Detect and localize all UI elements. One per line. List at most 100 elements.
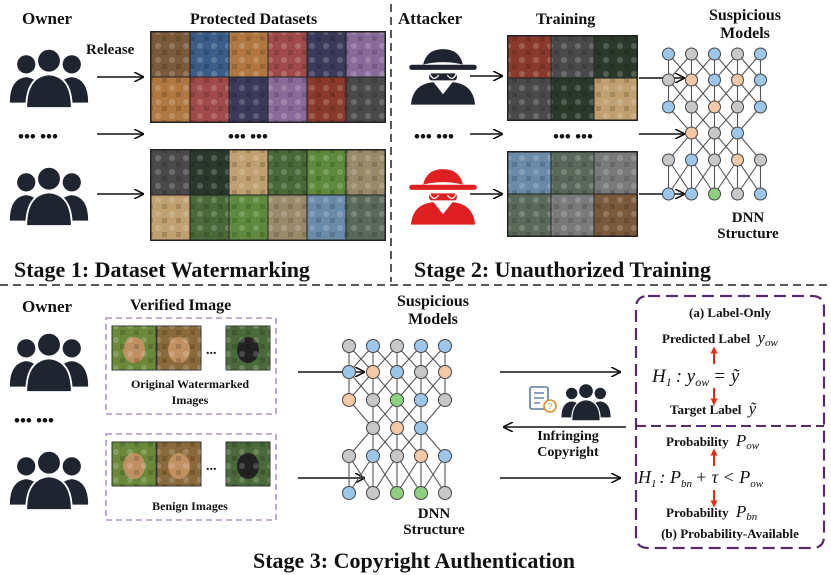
image-ellipsis: ...	[206, 343, 217, 358]
dataset-image-thumbnail	[190, 150, 229, 195]
benign-images-frame	[105, 433, 277, 521]
training-grid-top	[507, 35, 638, 121]
dataset-image-thumbnail	[151, 77, 190, 122]
network-node	[708, 73, 721, 87]
network-node	[708, 47, 721, 61]
network-node	[342, 486, 356, 500]
dnn-network-stage3	[342, 339, 452, 500]
network-node	[366, 449, 380, 463]
verification-image-thumbnail	[111, 325, 157, 371]
network-node	[342, 449, 356, 463]
dataset-image-thumbnail	[594, 36, 637, 78]
dnn-structure-label: Structure	[403, 522, 465, 538]
dnn-structure-label: Structure	[717, 226, 779, 242]
stage2: Attacker Training Suspicious Models ••• …	[398, 7, 781, 282]
dataset-image-thumbnail	[346, 150, 385, 195]
network-node	[390, 486, 404, 500]
network-edge	[714, 159, 738, 195]
network-edge	[691, 159, 715, 195]
dataset-image-thumbnail	[307, 150, 346, 195]
network-node	[414, 449, 428, 463]
release-label: Release	[86, 42, 135, 58]
dataset-image-thumbnail	[551, 152, 594, 194]
network-node	[754, 153, 767, 167]
infringing-copyright-label: Copyright	[537, 445, 599, 460]
training-label: Training	[536, 11, 595, 28]
owner-group-icon	[8, 331, 90, 393]
training-grid-bottom	[507, 151, 638, 237]
network-edge	[668, 159, 692, 195]
stage1-title: Stage 1: Dataset Watermarking	[14, 257, 310, 282]
original-watermarked-label: Original Watermarked	[131, 377, 249, 391]
dataset-image-thumbnail	[268, 150, 307, 195]
owner-group-icon	[8, 449, 90, 511]
network-node	[438, 449, 452, 463]
dataset-image-thumbnail	[151, 195, 190, 240]
protected-datasets-title: Protected Datasets	[190, 11, 317, 28]
probability-ow-line: Probability Pow	[666, 431, 760, 452]
stage3-owner-label: Owner	[22, 297, 73, 316]
network-node	[685, 100, 698, 114]
infringer-group-icon	[560, 383, 612, 422]
benign-images-label: Benign Images	[152, 499, 228, 513]
dnn-structure-label: DNN	[732, 210, 765, 226]
suspicious-models-label: Models	[720, 25, 770, 42]
predicted-label-line: Predicted Label yow	[662, 328, 779, 349]
network-node	[414, 365, 428, 379]
dataset-image-thumbnail	[307, 77, 346, 122]
network-node	[390, 393, 404, 407]
dataset-image-thumbnail	[151, 150, 190, 195]
network-node	[390, 449, 404, 463]
network-node	[685, 73, 698, 87]
stage3: Owner Verified Image ••• ••• ... Origina…	[8, 293, 826, 573]
dataset-image-thumbnail	[229, 77, 268, 122]
network-node	[414, 486, 428, 500]
network-node	[390, 339, 404, 353]
network-node	[366, 339, 380, 353]
network-node	[438, 365, 452, 379]
network-node	[390, 421, 404, 435]
dataset-image-thumbnail	[594, 78, 637, 120]
network-node	[685, 187, 698, 201]
network-node	[366, 421, 380, 435]
network-node	[708, 100, 721, 114]
verification-image-thumbnail	[156, 441, 202, 487]
network-node	[342, 339, 356, 353]
dataset-image-thumbnail	[268, 77, 307, 122]
verification-image-thumbnail	[225, 325, 271, 371]
network-node	[754, 100, 767, 114]
network-node	[731, 73, 744, 87]
benign-image-strip	[111, 441, 271, 487]
dataset-image-thumbnail	[190, 195, 229, 240]
label-only-title: (a) Label-Only	[689, 305, 771, 320]
dataset-image-thumbnail	[190, 77, 229, 122]
label-only-hypothesis: H1: yow= ỹ	[651, 366, 740, 389]
probability-available-title: (b) Probability-Available	[661, 526, 799, 541]
dataset-image-thumbnail	[346, 77, 385, 122]
network-node	[366, 393, 380, 407]
stage1-owner-label: Owner	[22, 9, 73, 28]
dnn-network-stage2	[662, 47, 767, 201]
network-node	[731, 187, 744, 201]
attacker-red-icon	[408, 168, 478, 226]
network-node	[438, 339, 452, 353]
dataset-image-thumbnail	[508, 194, 551, 236]
dataset-image-thumbnail	[268, 195, 307, 240]
dnn-structure-label: DNN	[418, 506, 451, 522]
dataset-image-thumbnail	[508, 152, 551, 194]
dataset-image-thumbnail	[229, 150, 268, 195]
dataset-image-thumbnail	[551, 78, 594, 120]
attacker-label: Attacker	[398, 9, 463, 28]
dataset-image-thumbnail	[508, 78, 551, 120]
network-node	[685, 153, 698, 167]
network-node	[708, 126, 721, 140]
network-edge	[348, 455, 374, 494]
network-node	[662, 187, 675, 201]
hypothesis-panel	[634, 294, 826, 550]
network-node	[731, 126, 744, 140]
original-watermarked-label: Images	[172, 393, 209, 407]
dataset-image-thumbnail	[594, 194, 637, 236]
suspicious-models-label: Models	[408, 311, 458, 328]
network-node	[342, 365, 356, 379]
